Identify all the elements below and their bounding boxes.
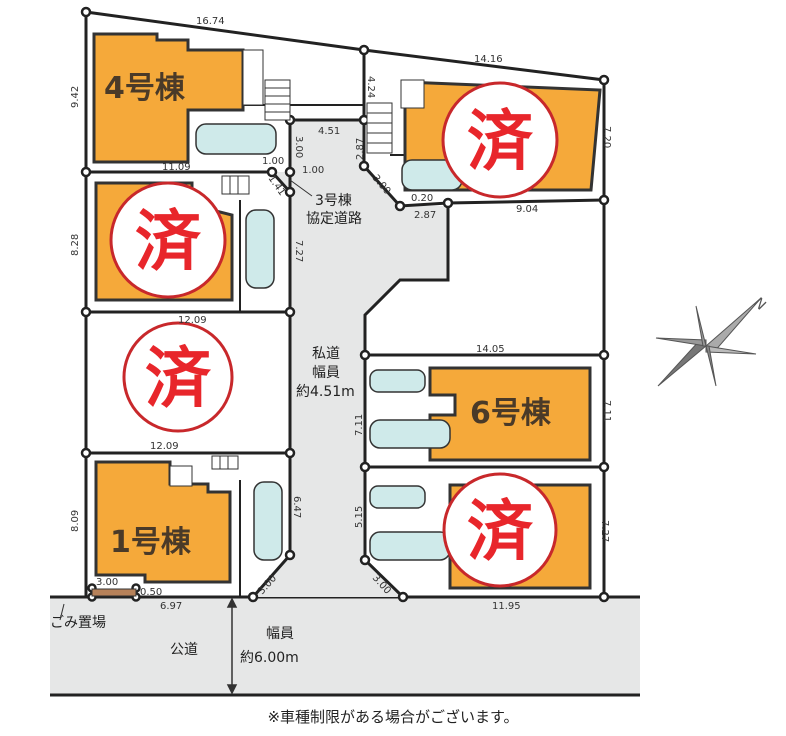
road-width-arrow — [226, 597, 238, 695]
north-label: N — [750, 295, 769, 314]
car-icon — [195, 123, 277, 155]
svg-text:7.11: 7.11 — [354, 414, 365, 436]
svg-text:14.16: 14.16 — [474, 54, 503, 65]
public-road-label: 公道 — [170, 642, 198, 658]
dimension-labels: 16.74 9.42 14.16 4.24 7.20 11.09 1.00 1.… — [70, 16, 612, 612]
svg-text:14.05: 14.05 — [476, 344, 505, 355]
lot-boundaries — [84, 10, 606, 599]
vehicle-restriction-note: ※車種制限がある場合がございます。 — [267, 708, 518, 726]
svg-text:6.47: 6.47 — [291, 496, 302, 518]
svg-text:3.00: 3.00 — [293, 136, 304, 158]
svg-text:済: 済 — [135, 203, 202, 280]
svg-text:3.00: 3.00 — [96, 577, 118, 588]
svg-text:11.09: 11.09 — [162, 162, 191, 173]
car-icon — [369, 531, 451, 561]
svg-text:5.15: 5.15 — [354, 506, 365, 528]
svg-text:2.87: 2.87 — [355, 138, 366, 160]
svg-text:2.87: 2.87 — [414, 210, 436, 221]
svg-text:6.97: 6.97 — [160, 601, 182, 612]
sold-stamp: 済 — [441, 81, 559, 199]
car-icon — [369, 485, 426, 509]
svg-text:7.27: 7.27 — [599, 520, 610, 542]
svg-text:16.74: 16.74 — [196, 16, 225, 27]
leader-line — [289, 179, 313, 197]
house-6-label: 6号棟 — [470, 396, 552, 431]
house-1 — [94, 460, 232, 584]
sold-stamp: 済 — [122, 321, 234, 433]
svg-text:8.09: 8.09 — [70, 510, 81, 532]
svg-text:済: 済 — [467, 493, 534, 570]
car-icon — [369, 419, 451, 449]
sold-stamp: 済 — [442, 472, 558, 588]
compass-icon: N — [655, 295, 769, 387]
car-icon — [253, 481, 283, 561]
svg-text:0.50: 0.50 — [140, 587, 162, 598]
trash-area — [91, 588, 137, 597]
svg-text:済: 済 — [145, 340, 212, 417]
svg-text:9.04: 9.04 — [516, 204, 538, 215]
lot-corner-points — [80, 6, 610, 603]
stairs-icon — [211, 79, 393, 470]
house-4-label: 4号棟 — [104, 71, 186, 106]
public-road-width-value: 約6.00m — [240, 650, 299, 666]
svg-text:12.09: 12.09 — [150, 441, 179, 452]
svg-text:4.51: 4.51 — [318, 126, 340, 137]
public-road — [50, 597, 640, 695]
svg-text:済: 済 — [467, 103, 534, 180]
private-road — [253, 120, 448, 597]
svg-text:0.20: 0.20 — [411, 193, 433, 204]
leader-line — [59, 603, 65, 621]
car-icon — [369, 369, 426, 393]
svg-text:1.00: 1.00 — [262, 156, 284, 167]
svg-text:12.09: 12.09 — [178, 315, 207, 326]
sold-stamp: 済 — [109, 181, 227, 299]
house-1-label: 1号棟 — [110, 525, 192, 560]
house-1-entrance — [169, 465, 193, 487]
house-top-right-entrance — [400, 79, 425, 109]
private-road-label: 私道 — [312, 346, 340, 362]
agreement-road-label: 協定道路 — [306, 211, 362, 227]
private-road-width-value: 約4.51m — [296, 384, 355, 400]
svg-text:11.95: 11.95 — [492, 601, 521, 612]
svg-text:7.20: 7.20 — [601, 126, 612, 148]
svg-text:7.11: 7.11 — [601, 400, 612, 422]
private-road-width-label: 幅員 — [312, 365, 340, 381]
agreement-road-label: 3号棟 — [315, 193, 352, 209]
car-icon — [245, 209, 275, 289]
svg-text:4.24: 4.24 — [365, 76, 376, 98]
svg-text:7.27: 7.27 — [293, 240, 304, 262]
house-6 — [428, 366, 592, 462]
svg-text:1.00: 1.00 — [302, 165, 324, 176]
public-road-width-label: 幅員 — [266, 626, 294, 642]
svg-text:8.28: 8.28 — [70, 234, 81, 256]
svg-text:9.42: 9.42 — [70, 86, 81, 108]
parking-cars — [195, 123, 463, 561]
trash-area-label: ごみ置場 — [50, 615, 106, 631]
house-4-entrance — [242, 49, 264, 106]
